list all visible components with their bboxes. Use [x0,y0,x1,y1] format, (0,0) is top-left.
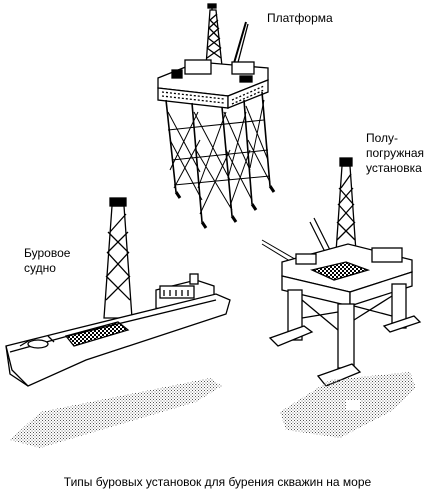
label-semisubmersible: Полу- погружная установка [366,131,424,176]
semisub-pontoons [268,315,422,387]
platform-derrick [205,3,223,67]
label-platform: Платформа [267,11,333,26]
drillship-derrick [103,197,133,319]
platform-jacket [165,91,276,229]
semisubmersible-rig [261,157,422,438]
semisub-derrick [335,157,357,253]
label-drillship: Буровое судно [24,246,70,276]
semisub-deck [281,243,413,307]
figure-caption: Типы буровых установок для бурения скваж… [63,475,372,489]
platform-deck [157,59,269,109]
label-drillship-line1: Буровое [24,246,71,260]
label-semisub-line2: погружная [366,146,425,160]
label-semisub-line1: Полу- [366,131,399,145]
drillship-water-shadow [10,378,222,448]
drillship-hull [5,293,231,387]
label-drillship-line2: судно [24,261,56,275]
label-platform-text: Платформа [267,11,333,25]
drillship [5,197,231,448]
label-semisub-line3: установка [366,161,422,175]
platform-rig [157,3,276,229]
